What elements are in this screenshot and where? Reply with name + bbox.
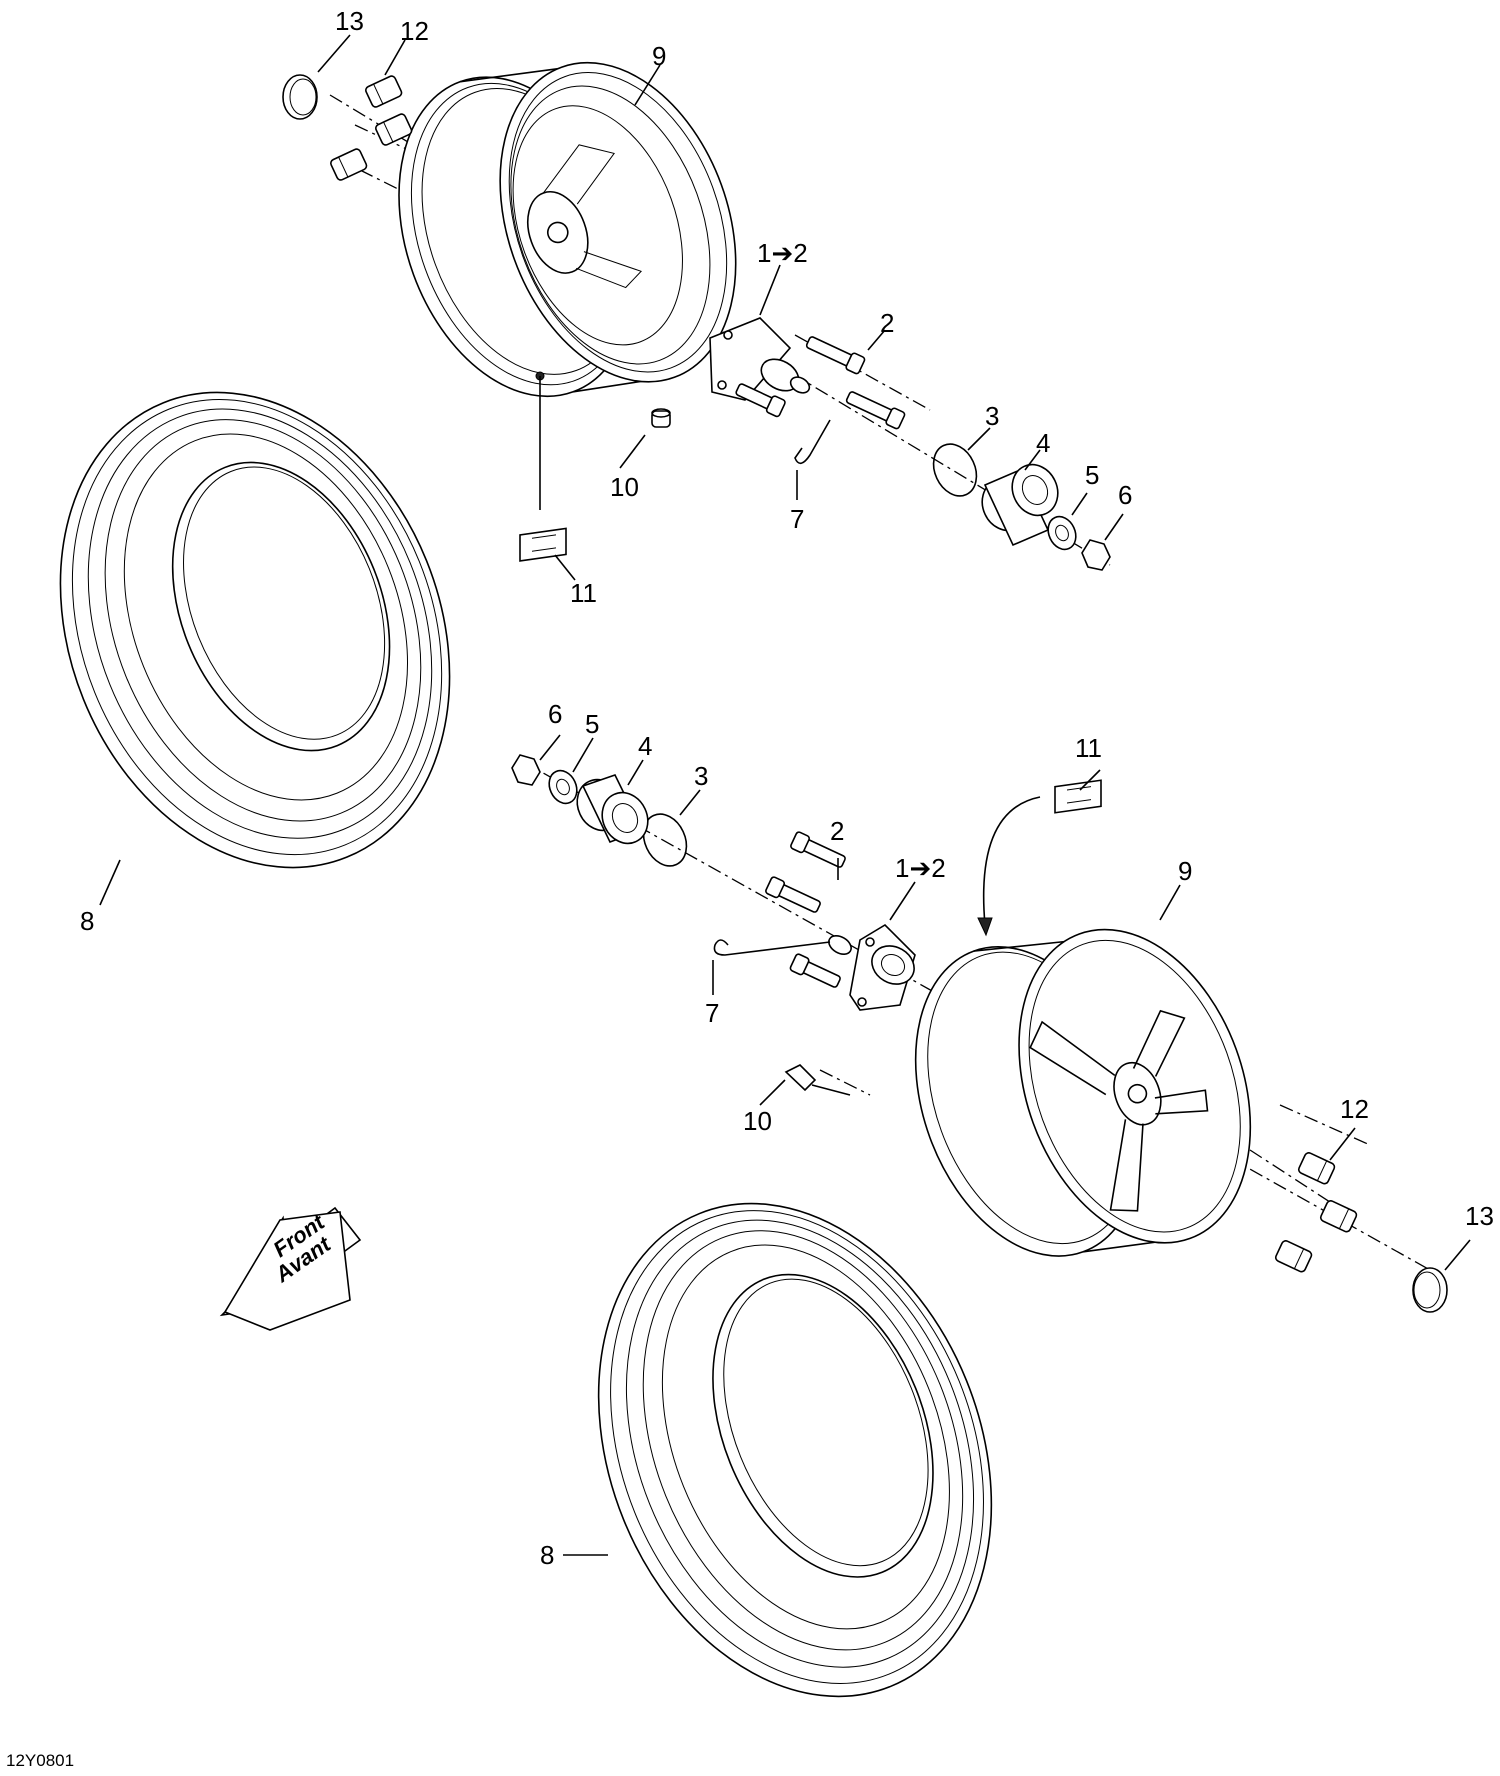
lower-lug-nuts [1274,1152,1358,1273]
front-direction-arrow: Front Avant [219,1206,362,1331]
callout-8: 8 [540,1540,554,1570]
lower-leader-lines [539,734,1471,1556]
lower-tire-label [1054,779,1102,814]
upper-wheel-assembly: 13 12 9 1➔2 2 3 4 5 6 7 10 11 8 [59,6,1132,936]
callout-11: 11 [1075,733,1102,763]
callout-2: 2 [880,308,894,338]
callout-13: 13 [1465,1201,1494,1231]
callout-2: 2 [830,816,844,846]
lower-center-cap [1412,1267,1448,1313]
callout-10: 10 [743,1106,772,1136]
upper-center-cap [282,74,318,120]
drawing-code: 12Y0801 [6,1751,74,1770]
lower-wheel-assembly: 6 5 4 3 11 2 1➔2 9 7 10 12 13 8 [511,699,1494,1698]
upper-leader-lines [99,34,1124,906]
upper-rim [398,61,737,398]
upper-washer [1047,515,1077,551]
callout-9: 9 [1178,856,1192,886]
callout-5: 5 [585,709,599,739]
label-curved-arrow [982,796,1041,926]
upper-wheel-studs [735,336,906,430]
upper-tire-label [519,527,567,562]
upper-cotter-pin [794,419,831,465]
lower-hub [828,923,916,1011]
upper-hub [709,317,811,401]
lower-valve-stem [784,1064,851,1096]
callout-6: 6 [1118,480,1132,510]
callout-1-2: 1➔2 [895,853,946,883]
callout-10: 10 [610,472,639,502]
callout-11: 11 [570,578,597,608]
lower-cotter-pin [713,939,831,956]
callout-4: 4 [1036,428,1050,458]
upper-valve-stem [651,408,671,428]
callout-3: 3 [985,401,999,431]
upper-lug-nuts [330,75,413,181]
callout-7: 7 [790,504,804,534]
callout-12: 12 [1340,1094,1369,1124]
lower-washer [548,769,578,805]
lower-tire [597,1202,993,1698]
lower-circlip [642,813,688,867]
callout-12: 12 [400,16,429,46]
callout-7: 7 [705,998,719,1028]
callout-13: 13 [335,6,364,36]
upper-axle-nut [1081,539,1111,571]
callout-5: 5 [1085,460,1099,490]
callout-9: 9 [652,41,666,71]
upper-bearing [981,463,1059,547]
callout-4: 4 [638,731,652,761]
lower-axle-nut [511,754,541,786]
upper-circlip [932,443,978,497]
callout-6: 6 [548,699,562,729]
callout-1-2: 1➔2 [757,238,808,268]
lower-rim [914,928,1252,1257]
upper-tire [59,391,451,869]
callout-8: 8 [80,906,94,936]
lower-wheel-studs [765,831,846,988]
lower-bearing [576,774,649,845]
callout-3: 3 [694,761,708,791]
